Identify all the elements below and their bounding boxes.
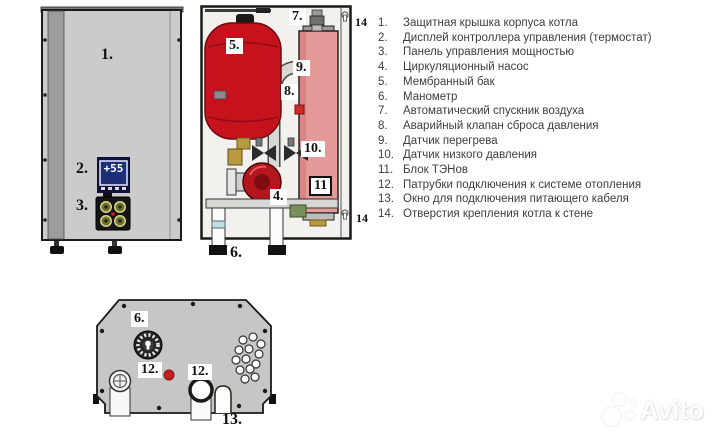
legend-item-num: 2.: [378, 31, 388, 44]
thermostat-display: [97, 157, 130, 193]
legend-item-num: 13.: [378, 193, 394, 206]
label-display: 2.: [76, 160, 88, 177]
legend-item-text: Дисплей контроллера управления (термоста…: [403, 31, 652, 44]
label-air-vent: 7.: [289, 9, 306, 25]
watermark-text: Avito: [640, 395, 705, 425]
thermostat-readout: +55: [103, 162, 124, 175]
membrane-tank: [204, 14, 282, 150]
legend-item-num: 4.: [378, 61, 388, 74]
legend-item: 10. Датчик низкого давления: [378, 148, 716, 163]
legend-item-text: Манометр: [403, 90, 458, 103]
mount-keyhole-top: [341, 11, 349, 22]
ten-block-column: [298, 25, 339, 227]
legend-item: 8. Аварийный клапан сброса давления: [378, 119, 716, 134]
legend-item: 11. Блок ТЭНов: [378, 163, 716, 178]
bottom-panel: [93, 299, 276, 414]
vent-hole-cluster: [231, 332, 266, 384]
legend-item: 9. Датчик перегрева: [378, 134, 716, 149]
label-cover: 1.: [101, 46, 113, 63]
label-relief-valve: 8.: [281, 84, 298, 100]
front-view-drawing: [40, 6, 184, 254]
legend-item-text: Патрубки подключения к системе отопления: [403, 178, 642, 191]
legend-item-text: Окно для подключения питающего кабеля: [403, 193, 629, 206]
label-ten-block: 11: [309, 176, 333, 196]
legend-item-text: Автоматический спускник воздуха: [403, 105, 585, 118]
power-control-panel: [95, 193, 131, 231]
manometer-bottom: [133, 330, 163, 360]
legend-item: 1. Защитная крышка корпуса котла: [378, 16, 716, 31]
heating-pipe-left: [108, 369, 132, 417]
legend-item: 5. Мембранный бак: [378, 75, 716, 90]
heating-pipe-right: [188, 377, 214, 421]
legend-item-text: Датчик перегрева: [403, 134, 498, 147]
legend-item-num: 7.: [378, 105, 388, 118]
legend-item-text: Аварийный клапан сброса давления: [403, 119, 599, 132]
label-pipe-left: 12.: [138, 362, 162, 378]
label-low-pressure-sensor: 10.: [301, 141, 325, 157]
legend-item-num: 9.: [378, 134, 388, 147]
legend-item: 7. Автоматический спускник воздуха: [378, 104, 716, 119]
legend-item-num: 5.: [378, 75, 388, 88]
cable-window-slot: [214, 385, 242, 413]
legend-item: 13. Окно для подключения питающего кабеля: [378, 192, 716, 207]
bottom-view-drawing: [93, 299, 276, 421]
drain-dot: [163, 369, 175, 381]
legend-item-num: 14.: [378, 208, 394, 221]
legend-item: 6. Манометр: [378, 90, 716, 105]
label-manometer-bottom: 6.: [131, 311, 148, 327]
legend-item-text: Мембранный бак: [403, 75, 495, 88]
legend-item-text: Циркуляционный насос: [403, 61, 529, 74]
legend: 1. Защитная крышка корпуса котла 2. Диспле…: [378, 16, 716, 222]
legend-item-num: 3.: [378, 46, 388, 59]
legend-item-num: 10.: [378, 149, 394, 162]
legend-item: 14. Отверстия крепления котла к стене: [378, 207, 716, 222]
air-vent-valve: [309, 9, 325, 32]
label-power-panel: 3.: [76, 197, 88, 214]
legend-item: 3. Панель управления мощностью: [378, 45, 716, 60]
legend-item-num: 11.: [378, 164, 394, 177]
boiler-feet: [50, 241, 122, 254]
label-cable-window: 13.: [222, 411, 242, 428]
legend-item-text: Датчик низкого давления: [403, 149, 538, 162]
legend-item: 12. Патрубки подключения к системе отопле…: [378, 178, 716, 193]
legend-item-num: 6.: [378, 90, 388, 103]
legend-item-num: 12.: [378, 178, 394, 191]
legend-item-num: 1.: [378, 17, 388, 29]
label-mount-top: 14: [355, 15, 367, 29]
internal-view-drawing: [200, 5, 352, 255]
legend-item-text: Панель управления мощностью: [403, 46, 574, 59]
legend-item-text: Отверстия крепления котла к стене: [403, 208, 594, 221]
avito-watermark: Avito: [602, 391, 712, 431]
legend-item-num: 8.: [378, 119, 388, 132]
label-pump: 4.: [270, 189, 287, 205]
legend-item: 4. Циркуляционный насос: [378, 60, 716, 75]
mount-keyhole-bottom: [341, 209, 349, 220]
label-overheat-sensor: 9.: [293, 60, 310, 76]
label-mount-bottom: 14: [356, 211, 368, 225]
legend-item-text: Защитная крышка корпуса котла: [403, 17, 579, 29]
legend-item-text: Блок ТЭНов: [403, 164, 468, 177]
legend-item: 2. Дисплей контроллера управления (термос…: [378, 31, 716, 46]
label-manometer-internal: 6.: [230, 244, 242, 261]
avito-logo-icon: [602, 393, 640, 429]
label-membrane-tank: 5.: [226, 38, 243, 54]
label-pipe-right: 12.: [188, 364, 212, 380]
